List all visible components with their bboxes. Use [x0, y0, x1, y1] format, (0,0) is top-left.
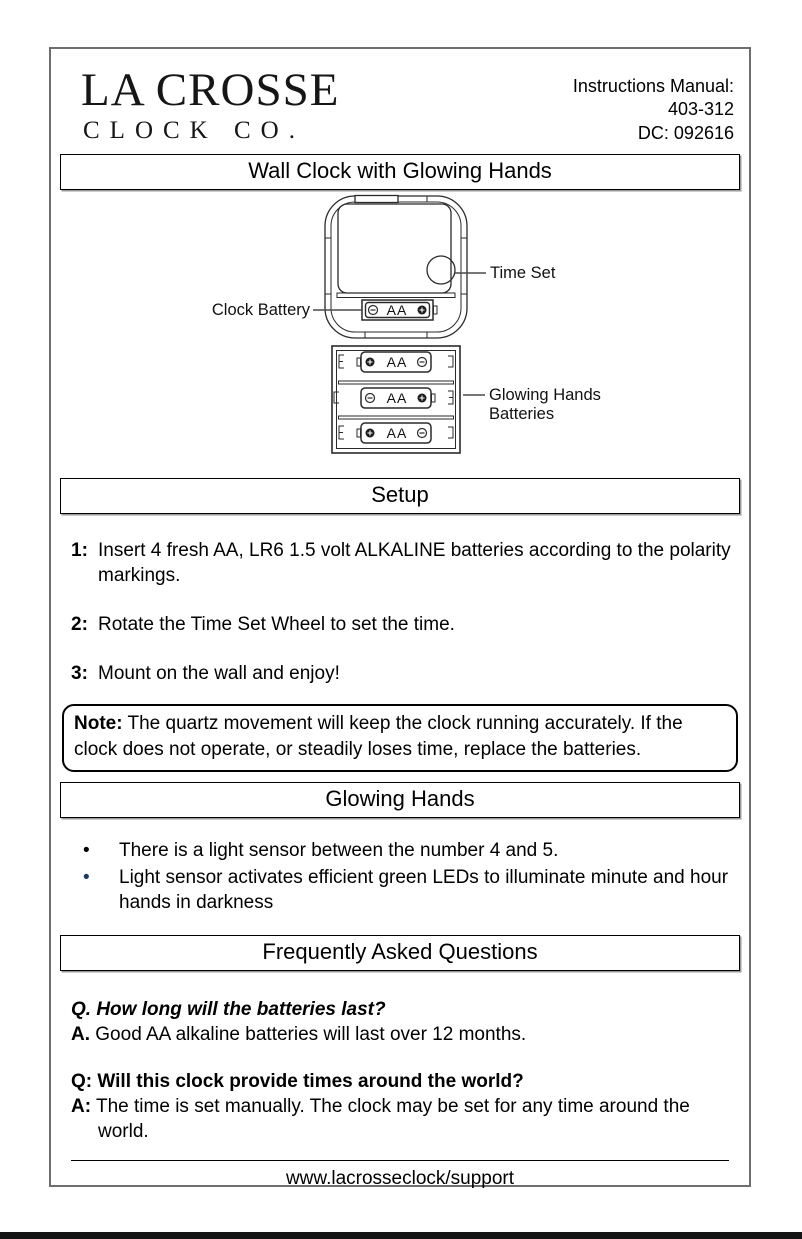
- aa-label-pack3: AA: [387, 425, 408, 441]
- step-number: 3:: [71, 663, 88, 685]
- opening-shelf: [336, 292, 456, 299]
- manual-number: 403-312: [667, 99, 734, 120]
- footer-divider: [71, 1160, 729, 1162]
- faq-question-2: Q: Will this clock provide times around …: [71, 1071, 524, 1093]
- pack-battery-2-nub: [431, 393, 436, 403]
- step-text: Rotate the Time Set Wheel to set the tim…: [98, 614, 455, 636]
- note-box: Note: The quartz movement will keep the …: [62, 704, 738, 772]
- faq-question-1: Q. How long will the batteries last?: [71, 998, 386, 1020]
- bullet-text: Light sensor activates efficient green L…: [119, 866, 729, 913]
- bottom-edge-bar: [0, 1232, 802, 1239]
- time-set-wheel: [426, 255, 456, 285]
- faq-answer-1: A. Good AA alkaline batteries will last …: [71, 1022, 735, 1047]
- clock-battery-nub: [433, 305, 438, 315]
- logo-line1: LA CROSSE: [81, 64, 340, 116]
- pack-divider-1: [338, 380, 454, 385]
- step-text: Mount on the wall and enjoy!: [98, 663, 340, 685]
- faq-header: Frequently Asked Questions: [60, 934, 740, 971]
- bullet-icon: •: [83, 839, 90, 861]
- manual-info-line1: Instructions Manual:: [572, 76, 734, 96]
- clock-diagram: AA AA AA AA Time Set Clock Battery Glowi…: [65, 194, 735, 466]
- manual-dc-code: DC: 092616: [637, 122, 734, 143]
- battery-aa-labels: AA AA AA AA: [387, 302, 408, 441]
- setup-step-2: 2: Rotate the Time Set Wheel to set the …: [71, 612, 735, 637]
- clock-battery-label: Clock Battery: [212, 301, 311, 319]
- glowing-hands-bullets: • There is a light sensor between the nu…: [79, 838, 735, 915]
- answer-text: Good AA alkaline batteries will last ove…: [95, 1023, 527, 1045]
- clock-back-diagram-svg: AA AA AA AA Time Set Clock Battery Glowi…: [212, 195, 601, 454]
- step-number: 2:: [71, 614, 88, 636]
- time-set-label: Time Set: [490, 264, 556, 282]
- logo-line2: CLOCK CO.: [83, 117, 305, 144]
- spring-contact-2: [448, 390, 454, 405]
- manual-page: LA CROSSE CLOCK CO. Instructions Manual:…: [49, 47, 751, 1190]
- spring-contact-5: [333, 391, 339, 404]
- pack-divider-2: [338, 415, 454, 420]
- step-text: Insert 4 fresh AA, LR6 1.5 volt ALKALINE…: [98, 540, 731, 587]
- setup-step-3: 3: Mount on the wall and enjoy!: [71, 661, 735, 686]
- answer-label: A.: [71, 1023, 90, 1045]
- pack-battery-1-nub: [356, 357, 361, 367]
- spring-contact-1: [338, 354, 344, 369]
- clock-battery: [364, 301, 431, 319]
- glowing-hands-label-line1: Glowing Hands: [489, 386, 601, 404]
- step-number: 1:: [71, 540, 88, 562]
- aa-label-pack1: AA: [387, 354, 408, 370]
- setup-header: Setup: [60, 478, 740, 515]
- manual-info: Instructions Manual: 403-312 DC: 092616: [573, 75, 734, 145]
- pack-battery-3-nub: [356, 428, 361, 438]
- answer-label: A:: [71, 1096, 92, 1118]
- spring-contact-6: [448, 426, 454, 439]
- setup-step-1: 1: Insert 4 fresh AA, LR6 1.5 volt ALKAL…: [71, 538, 735, 588]
- polarity-marks: [364, 305, 428, 439]
- spring-contact-4: [448, 355, 454, 368]
- support-url: www.lacrosseclock/support: [285, 1168, 515, 1190]
- glowing-hands-label-line2: Batteries: [489, 405, 554, 423]
- faq-section: Q. How long will the batteries last? A. …: [71, 997, 735, 1144]
- glowing-hands-header: Glowing Hands: [60, 781, 740, 818]
- hanger-tab: [354, 195, 399, 204]
- bullet-text: There is a light sensor between the numb…: [119, 839, 559, 861]
- answer-text: The time is set manually. The clock may …: [96, 1096, 690, 1143]
- aa-label-pack2: AA: [387, 390, 408, 406]
- note-label: Note:: [74, 713, 123, 735]
- battery-pack-inner: [336, 350, 456, 450]
- note-text: The quartz movement will keep the clock …: [74, 713, 683, 760]
- lacrosse-logo: LA CROSSE CLOCK CO.: [81, 67, 339, 145]
- faq-answer-2: A: The time is set manually. The clock m…: [71, 1094, 735, 1144]
- page-title: Wall Clock with Glowing Hands: [60, 154, 740, 191]
- leader-lines: [313, 272, 486, 396]
- header: LA CROSSE CLOCK CO. Instructions Manual:…: [65, 67, 735, 145]
- bullet-icon: •: [83, 866, 90, 888]
- list-item: • There is a light sensor between the nu…: [79, 838, 735, 863]
- setup-steps: 1: Insert 4 fresh AA, LR6 1.5 volt ALKAL…: [71, 538, 735, 686]
- battery-pack-outer: [331, 345, 461, 454]
- movement-opening: [337, 203, 452, 294]
- list-item: • Light sensor activates efficient green…: [79, 865, 735, 915]
- spring-contact-3: [338, 425, 344, 440]
- aa-label-clock: AA: [387, 302, 408, 318]
